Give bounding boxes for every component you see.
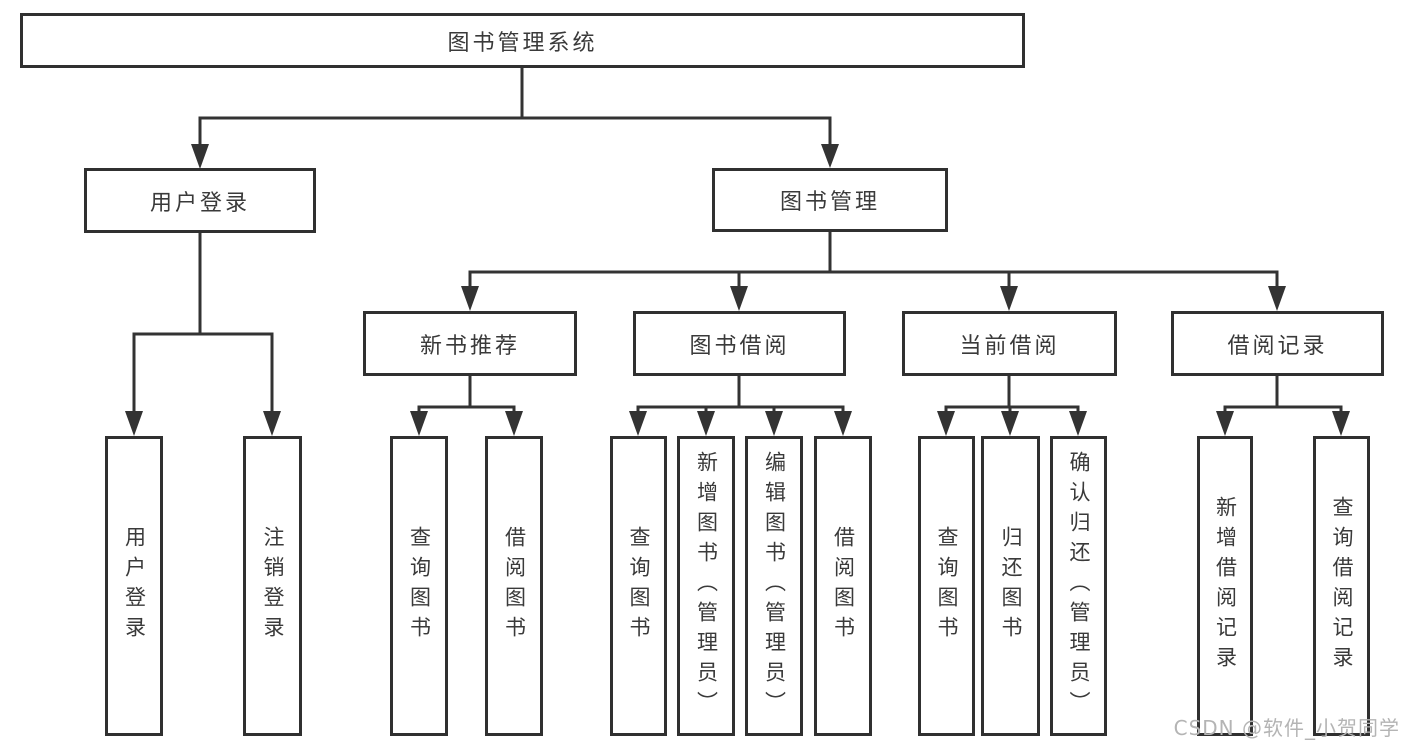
leaf-nb-borrow-books-label: 借阅图书 [502, 526, 527, 646]
leaf-logout-label: 注销登录 [261, 526, 285, 646]
node-new-book-recommend-label: 新书推荐 [419, 333, 520, 359]
leaf-bb-query-books: 查询图书 [610, 436, 667, 736]
node-root-label: 图书管理系统 [447, 30, 598, 56]
leaf-bb-add-books-admin: 新增图书（管理员） [677, 436, 735, 736]
leaf-cb-return-books: 归还图书 [981, 436, 1040, 736]
node-new-book-recommend: 新书推荐 [363, 311, 577, 376]
leaf-cb-query-books-label: 查询图书 [935, 526, 959, 646]
leaf-cb-query-books: 查询图书 [918, 436, 975, 736]
leaf-bb-query-books-label: 查询图书 [627, 526, 651, 646]
node-current-borrow: 当前借阅 [902, 311, 1117, 376]
node-book-borrow-label: 图书借阅 [689, 333, 790, 359]
node-root-system: 图书管理系统 [20, 13, 1025, 68]
leaf-user-login-label: 用户登录 [122, 526, 147, 646]
leaf-br-add-record: 新增借阅记录 [1197, 436, 1253, 736]
node-book-borrow: 图书借阅 [633, 311, 846, 376]
node-user-login-label: 用户登录 [149, 190, 250, 216]
leaf-br-query-record: 查询借阅记录 [1313, 436, 1370, 736]
node-user-login: 用户登录 [84, 168, 316, 233]
leaf-bb-edit-books-admin: 编辑图书（管理员） [745, 436, 803, 736]
leaf-nb-query-books: 查询图书 [390, 436, 448, 736]
node-book-management: 图书管理 [712, 168, 948, 232]
leaf-cb-confirm-return-admin: 确认归还（管理员） [1050, 436, 1107, 736]
csdn-watermark: CSDN @软件_小贺同学 [1173, 716, 1400, 740]
node-borrow-records: 借阅记录 [1171, 311, 1384, 376]
leaf-cb-return-books-label: 归还图书 [999, 526, 1023, 646]
node-current-borrow-label: 当前借阅 [959, 333, 1060, 359]
leaf-logout: 注销登录 [243, 436, 302, 736]
leaf-bb-add-books-admin-label: 新增图书（管理员） [694, 451, 719, 721]
leaf-nb-borrow-books: 借阅图书 [485, 436, 543, 736]
leaf-bb-borrow-books: 借阅图书 [814, 436, 872, 736]
leaf-br-query-record-label: 查询借阅记录 [1330, 496, 1354, 676]
node-borrow-records-label: 借阅记录 [1227, 333, 1328, 359]
leaf-bb-edit-books-admin-label: 编辑图书（管理员） [762, 451, 787, 721]
leaf-nb-query-books-label: 查询图书 [407, 526, 432, 646]
leaf-br-add-record-label: 新增借阅记录 [1213, 496, 1238, 676]
leaf-cb-confirm-return-admin-label: 确认归还（管理员） [1067, 451, 1091, 721]
leaf-bb-borrow-books-label: 借阅图书 [831, 526, 856, 646]
node-book-management-label: 图书管理 [779, 190, 880, 215]
leaf-user-login: 用户登录 [105, 436, 163, 736]
